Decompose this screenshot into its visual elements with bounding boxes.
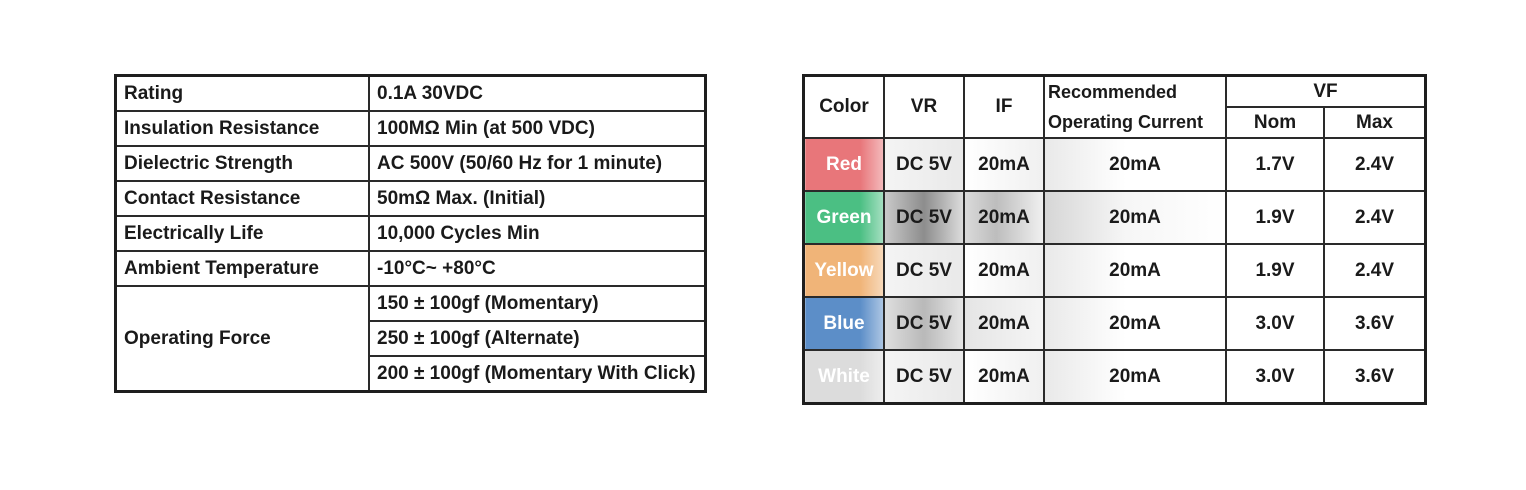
header-if: IF (963, 74, 1045, 139)
current-cell: 20mA (1043, 296, 1227, 351)
if-cell: 20mA (963, 137, 1045, 192)
spec-label: Insulation Resistance (114, 110, 370, 147)
spec-label: Contact Resistance (114, 180, 370, 217)
led-row-white: White DC 5V 20mA 20mA 3.0V 3.6V (802, 349, 1427, 405)
spec-row-operating-force: 250 ± 100gf (Alternate) (116, 320, 707, 357)
spec-value: 50mΩ Max. (Initial) (368, 180, 707, 217)
color-swatch-cell: Yellow (802, 243, 885, 298)
vr-cell: DC 5V (883, 137, 965, 192)
spec-value: 150 ± 100gf (Momentary) (368, 285, 707, 322)
header-recommended-line1: Recommended (1048, 82, 1178, 102)
color-swatch-cell: White (802, 349, 885, 405)
header-color: Color (802, 74, 885, 139)
if-cell: 20mA (963, 296, 1045, 351)
if-cell: 20mA (963, 190, 1045, 245)
spec-value: 10,000 Cycles Min (368, 215, 707, 252)
if-cell: 20mA (963, 243, 1045, 298)
spec-row-rating: Rating 0.1A 30VDC (114, 74, 707, 112)
color-swatch-cell: Red (802, 137, 885, 192)
vf-nom-cell: 1.9V (1225, 190, 1325, 245)
spec-label: Ambient Temperature (114, 250, 370, 287)
vr-cell: DC 5V (883, 349, 965, 405)
led-row-blue: Blue DC 5V 20mA 20mA 3.0V 3.6V (802, 296, 1427, 351)
specifications-table: Rating 0.1A 30VDC Insulation Resistance … (114, 74, 707, 393)
vf-max-cell: 3.6V (1323, 296, 1427, 351)
current-cell: 20mA (1043, 243, 1227, 298)
color-swatch-cell: Green (802, 190, 885, 245)
spec-row-ambient-temperature: Ambient Temperature -10°C~ +80°C (114, 250, 707, 287)
vf-nom-cell: 3.0V (1225, 349, 1325, 405)
current-cell: 20mA (1043, 349, 1227, 405)
vf-max-cell: 2.4V (1323, 190, 1427, 245)
color-swatch-cell: Blue (802, 296, 885, 351)
header-subrow: Nom Max (804, 106, 1427, 139)
header-vf: VF (1225, 74, 1427, 108)
led-characteristics-table: Color VR IF Recommended Operating Curren… (802, 74, 1427, 405)
spec-row-operating-force: 200 ± 100gf (Momentary With Click) (116, 355, 707, 393)
vf-nom-cell: 3.0V (1225, 296, 1325, 351)
spec-value: 100MΩ Min (at 500 VDC) (368, 110, 707, 147)
header-recommended-line2: Operating Current (1048, 112, 1204, 132)
spec-label: Electrically Life (114, 215, 370, 252)
vr-cell: DC 5V (883, 243, 965, 298)
spec-row-operating-force: Operating Force 150 ± 100gf (Momentary) (114, 285, 707, 393)
spec-label: Rating (114, 74, 370, 112)
spec-value: 0.1A 30VDC (368, 74, 707, 112)
spec-value: 250 ± 100gf (Alternate) (368, 320, 707, 357)
spec-value: AC 500V (50/60 Hz for 1 minute) (368, 145, 707, 182)
spec-row-insulation-resistance: Insulation Resistance 100MΩ Min (at 500 … (114, 110, 707, 147)
header-vr: VR (883, 74, 965, 139)
vr-cell: DC 5V (883, 296, 965, 351)
vf-max-cell: 2.4V (1323, 137, 1427, 192)
header-recommended-current: Recommended Operating Current (1043, 74, 1227, 139)
spec-row-dielectric-strength: Dielectric Strength AC 500V (50/60 Hz fo… (114, 145, 707, 182)
vf-max-cell: 3.6V (1323, 349, 1427, 405)
led-row-yellow: Yellow DC 5V 20mA 20mA 1.9V 2.4V (802, 243, 1427, 298)
led-row-red: Red DC 5V 20mA 20mA 1.7V 2.4V (802, 137, 1427, 192)
header-row: Color VR IF Recommended Operating Curren… (802, 74, 1427, 139)
header-max: Max (1323, 106, 1427, 139)
spec-value: -10°C~ +80°C (368, 250, 707, 287)
if-cell: 20mA (963, 349, 1045, 405)
spec-row-electrically-life: Electrically Life 10,000 Cycles Min (114, 215, 707, 252)
vr-cell: DC 5V (883, 190, 965, 245)
spec-value: 200 ± 100gf (Momentary With Click) (368, 355, 707, 393)
spec-label: Operating Force (114, 285, 370, 393)
header-nom: Nom (1225, 106, 1325, 139)
current-cell: 20mA (1043, 190, 1227, 245)
spec-row-contact-resistance: Contact Resistance 50mΩ Max. (Initial) (114, 180, 707, 217)
vf-nom-cell: 1.7V (1225, 137, 1325, 192)
current-cell: 20mA (1043, 137, 1227, 192)
vf-nom-cell: 1.9V (1225, 243, 1325, 298)
led-row-green: Green DC 5V 20mA 20mA 1.9V 2.4V (802, 190, 1427, 245)
vf-max-cell: 2.4V (1323, 243, 1427, 298)
spec-label: Dielectric Strength (114, 145, 370, 182)
